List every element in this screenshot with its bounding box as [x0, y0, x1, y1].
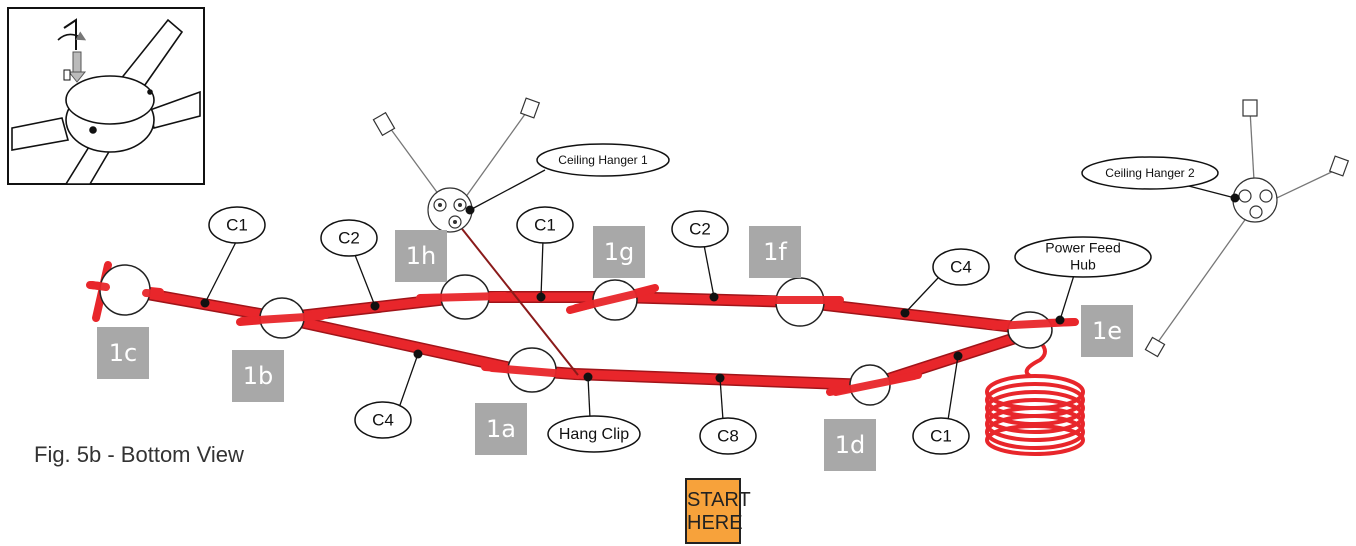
callout-ceiling-hanger-1: Ceiling Hanger 1 — [558, 153, 648, 167]
callout-c4-top: C4 — [950, 257, 972, 276]
callout-power-feed-hub-line1: Power Feed — [1045, 240, 1120, 256]
node-label-1a: 1a — [475, 403, 527, 455]
callout-c2-left: C2 — [338, 228, 360, 247]
node-label-1c: 1c — [97, 327, 149, 379]
callout-hang-clip: Hang Clip — [559, 426, 629, 443]
figure-caption: Fig. 5b - Bottom View — [34, 442, 244, 467]
ceiling-hanger-2 — [1144, 99, 1350, 358]
callout-c4-bottom: C4 — [372, 410, 394, 429]
start-here-line1: START — [687, 489, 751, 511]
callout-c1-right: C1 — [930, 426, 952, 445]
node-label-1b: 1b — [232, 350, 284, 402]
hex-key-rotate-icon — [57, 18, 87, 83]
node-label-1h: 1h — [395, 230, 447, 282]
callout-c1-top: C1 — [534, 215, 556, 234]
callout-c1-left: C1 — [226, 215, 248, 234]
junction-dots — [200, 193, 1240, 383]
node-label-1g: 1g — [593, 226, 645, 278]
node-label-1e: 1e — [1081, 305, 1133, 357]
callout-ceiling-hanger-2: Ceiling Hanger 2 — [1105, 166, 1195, 180]
ceiling-hanger-1 — [372, 97, 579, 376]
callout-c2-top: C2 — [689, 219, 711, 238]
callout-c8-bottom: C8 — [717, 426, 739, 445]
start-here-button[interactable]: START HERE — [685, 478, 751, 544]
inset-detail — [7, 7, 205, 185]
node-label-1f: 1f — [749, 226, 801, 278]
node-label-1d: 1d — [824, 419, 876, 471]
start-here-line2: HERE — [687, 512, 743, 534]
callout-power-feed-hub-line2: Hub — [1070, 257, 1096, 273]
cord-coil — [985, 340, 1085, 456]
